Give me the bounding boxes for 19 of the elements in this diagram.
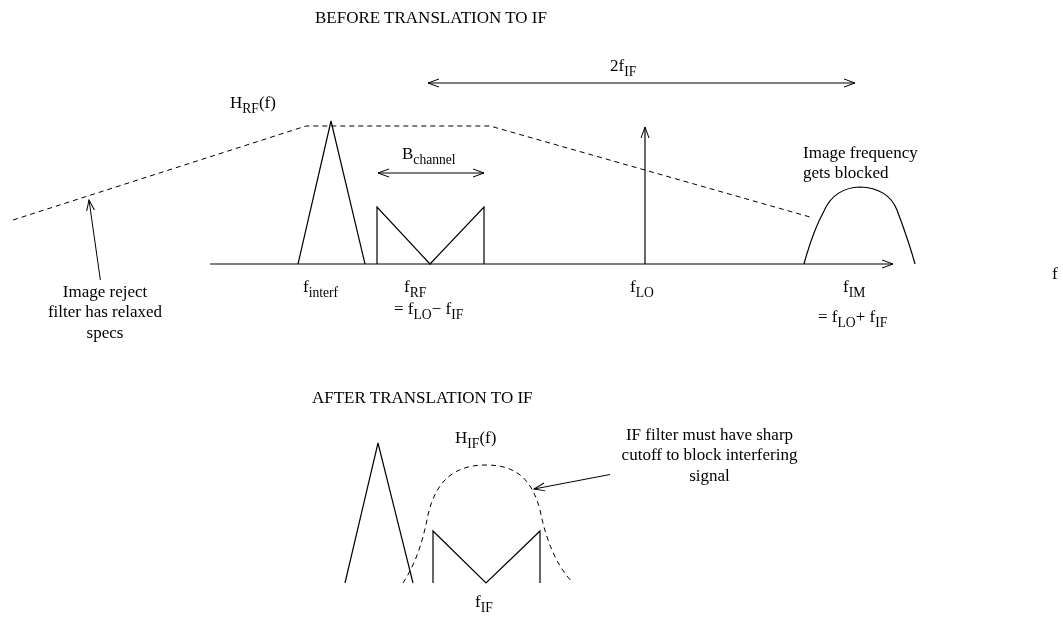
section-heading: AFTER TRANSLATION TO IF [312, 388, 533, 408]
leader-line [86, 199, 101, 281]
filter-label: H$_{RF}$(f) [230, 93, 276, 113]
annotation-text: Image reject filter has relaxed specs [46, 282, 164, 344]
bandwidth-label: B$_{channel}$ [402, 144, 456, 164]
frequency-label: f$_{LO}$ [630, 277, 654, 297]
frequency-label: f$_{RF}$ [404, 277, 427, 297]
section-heading: BEFORE TRANSLATION TO IF [315, 8, 547, 28]
frequency-label: f$_{IM}$ [843, 277, 866, 297]
axis-label: f [1052, 264, 1058, 284]
dimension-label: 2f$_{IF}$ [610, 56, 637, 76]
frequency-label: f$_{IF}$ [475, 592, 493, 612]
annotation-text: Image frequency gets blocked [803, 143, 919, 183]
frequency-label: f$_{interf}$ [303, 277, 339, 297]
filter-label: H$_{IF}$(f) [455, 428, 497, 448]
annotation-text: IF filter must have sharp cutoff to block interfering signal [620, 425, 799, 487]
frequency-equation: = f$_{LO}$+ f$_{IF}$ [818, 307, 888, 327]
leader-line [533, 474, 611, 492]
frequency-equation: = f$_{LO}$− f$_{IF}$ [394, 299, 464, 319]
